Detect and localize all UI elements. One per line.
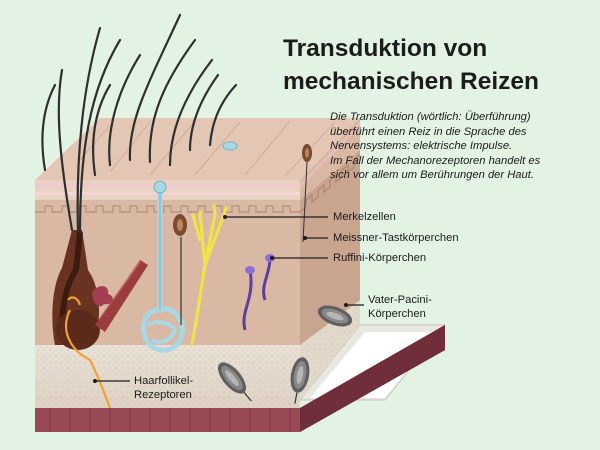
muscle-layer — [35, 325, 445, 432]
description-line-4: Im Fall der Mechanorezeptoren handelt es — [330, 154, 541, 167]
meissner-corpuscle — [140, 180, 186, 353]
side-merkel-cell — [302, 144, 312, 243]
subcutis-layer — [35, 300, 360, 408]
label-meissner: Meissner-Tastkörperchen — [333, 232, 459, 244]
description-text: Die Transduktion (wörtlich: Überführung)… — [330, 110, 592, 183]
label-merkelzellen: Merkelzellen — [333, 211, 396, 223]
label-haarfollikel-line-2: Rezeptoren — [134, 389, 192, 401]
diagram-title: Transduktion von mechanischen Reizen — [283, 32, 593, 98]
pacini-corpuscles — [217, 305, 353, 404]
hair-follicle — [41, 13, 238, 409]
epidermis-top-surface — [35, 118, 360, 200]
title-line-2: mechanischen Reizen — [283, 68, 539, 95]
label-pacini-line-2: Körperchen — [368, 308, 426, 320]
description-line-1: Die Transduktion (wörtlich: Überführung) — [330, 111, 531, 123]
title-line-1: Transduktion von — [283, 35, 488, 62]
label-ruffini: Ruffini-Körperchen — [333, 252, 427, 264]
dermis-layer — [35, 150, 361, 345]
label-haarfollikel: Haarfollikel- Rezeptoren — [134, 374, 193, 402]
label-pacini: Vater-Pacini- Körperchen — [368, 293, 432, 321]
merkel-complex — [173, 203, 228, 347]
label-haarfollikel-line-1: Haarfollikel- — [134, 375, 194, 387]
leader-lines — [95, 216, 364, 382]
description-line-5: sich vor allem um Berührungen der Haut. — [330, 169, 534, 182]
label-pacini-line-1: Vater-Pacini- — [368, 294, 432, 306]
description-line-3: Nervensystems: elektrische Impulse. — [330, 140, 513, 153]
description-line-2: überführt einen Reiz in die Sprache des — [330, 125, 527, 138]
leader-dots — [93, 215, 348, 383]
